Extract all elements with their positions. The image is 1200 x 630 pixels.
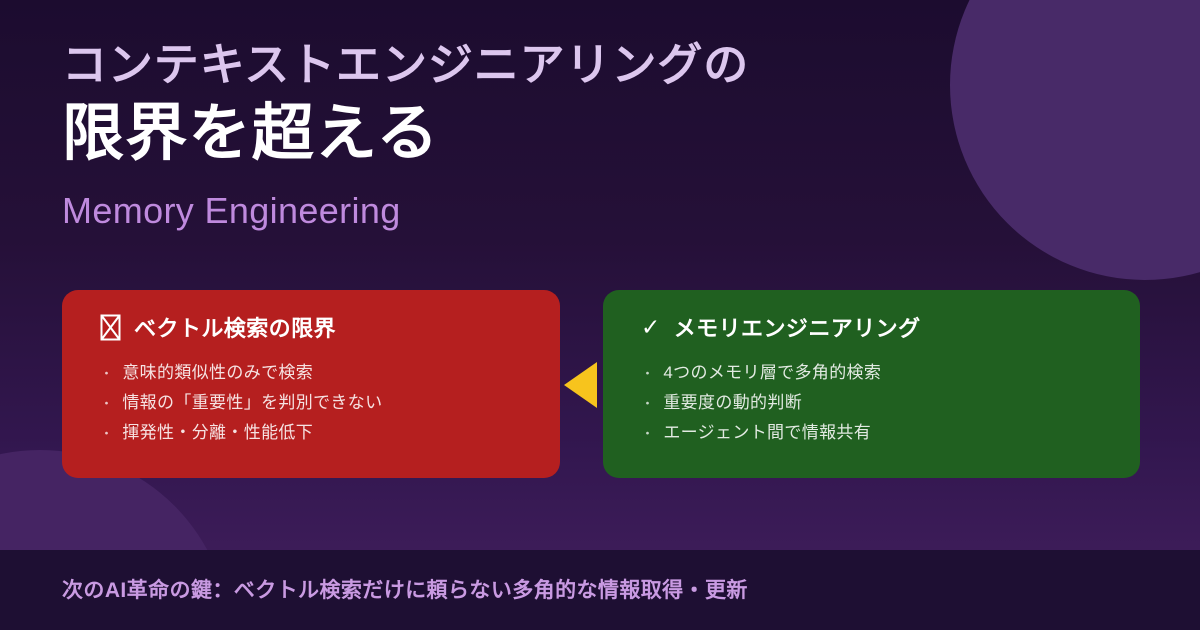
problem-card: ベクトル検索の限界 ・意味的類似性のみで検索・情報の「重要性」を判別できない・揮…	[62, 290, 560, 478]
list-item: ・ 4つのメモリ層で多角的検索	[641, 358, 1102, 388]
problem-card-title: ベクトル検索の限界	[134, 316, 336, 341]
list-item-text: 揮発性・分離・性能低下	[122, 423, 314, 442]
page-subtitle: Memory Engineering	[62, 190, 401, 231]
bullet-dot: ・	[641, 366, 655, 381]
solution-card-list: ・4つのメモリ層で多角的検索・重要度の動的判断・エージェント間で情報共有	[641, 358, 1102, 448]
list-item: ・エージェント間で情報共有	[641, 418, 1102, 448]
footer-text: 次のAI革命の鍵：ベクトル検索だけに頼らない多角的な情報取得・更新	[62, 579, 748, 602]
list-item: ・情報の「重要性」を判別できない	[100, 388, 522, 418]
list-item: ・重要度の動的判断	[641, 388, 1102, 418]
list-item-text: 4つのメモリ層で多角的検索	[663, 363, 882, 382]
page-title-line1: コンテキストエンジニアリングの	[62, 39, 750, 90]
header: コンテキストエンジニアリングの 限界を超える Memory Engineerin…	[62, 42, 749, 229]
missing-glyph-icon	[100, 314, 121, 341]
bullet-dot: ・	[100, 396, 114, 411]
solution-card-title-row: ✓ メモリエンジニアリング	[641, 311, 1102, 343]
check-icon: ✓	[641, 313, 661, 340]
bullet-dot: ・	[641, 426, 655, 441]
list-item-text: 情報の「重要性」を判別できない	[122, 393, 383, 412]
list-item-text: エージェント間で情報共有	[663, 423, 872, 442]
bullet-dot: ・	[641, 396, 655, 411]
list-item-text: 重要度の動的判断	[663, 393, 803, 412]
bullet-dot: ・	[100, 426, 114, 441]
problem-card-list: ・意味的類似性のみで検索・情報の「重要性」を判別できない・揮発性・分離・性能低下	[100, 358, 522, 448]
page-title-line2: 限界を超える	[62, 99, 440, 168]
solution-card: ✓ メモリエンジニアリング ・4つのメモリ層で多角的検索・重要度の動的判断・エー…	[603, 290, 1140, 478]
bullet-dot: ・	[100, 366, 114, 381]
arrow-left-icon	[564, 362, 597, 408]
footer-band: 次のAI革命の鍵：ベクトル検索だけに頼らない多角的な情報取得・更新	[0, 550, 1200, 630]
problem-card-title-row: ベクトル検索の限界	[100, 311, 522, 343]
list-item: ・揮発性・分離・性能低下	[100, 418, 522, 448]
solution-card-title: メモリエンジニアリング	[673, 316, 921, 341]
list-item: ・意味的類似性のみで検索	[100, 358, 522, 388]
decor-circle-top-right	[950, 0, 1200, 280]
list-item-text: 意味的類似性のみで検索	[122, 363, 314, 382]
